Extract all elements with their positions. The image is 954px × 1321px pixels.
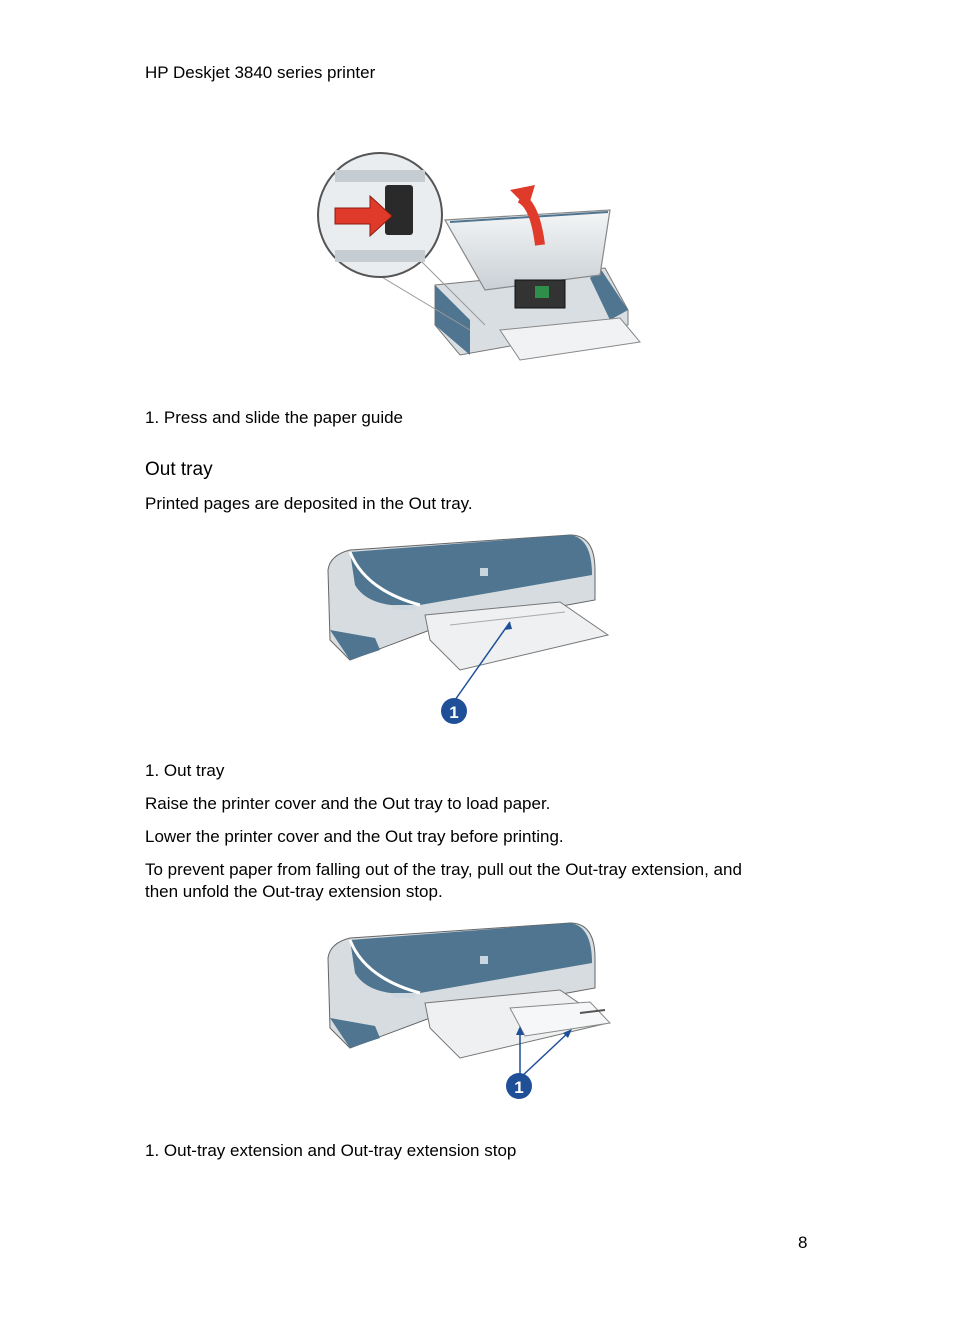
running-header: HP Deskjet 3840 series printer bbox=[145, 63, 376, 82]
out-tray-extension-illustration: 1 bbox=[327, 922, 612, 1099]
paragraph-line: then unfold the Out-tray extension stop. bbox=[145, 882, 443, 901]
figure-caption: 1. Out tray bbox=[145, 761, 225, 780]
page-number: 8 bbox=[798, 1233, 808, 1252]
paragraph: Printed pages are deposited in the Out t… bbox=[145, 494, 473, 513]
figure-caption: 1. Press and slide the paper guide bbox=[145, 408, 404, 427]
paragraph: Lower the printer cover and the Out tray… bbox=[145, 827, 564, 846]
out-tray-illustration: 1 bbox=[327, 534, 610, 724]
paragraph-line: To prevent paper from falling out of the… bbox=[145, 860, 742, 879]
paragraph: Raise the printer cover and the Out tray… bbox=[145, 794, 551, 813]
figure-caption: 1. Out-tray extension and Out-tray exten… bbox=[145, 1141, 517, 1160]
section-heading: Out tray bbox=[145, 459, 213, 480]
paper-guide-illustration bbox=[317, 152, 641, 361]
callout-number: 1 bbox=[514, 1078, 523, 1097]
callout-number: 1 bbox=[449, 703, 458, 722]
